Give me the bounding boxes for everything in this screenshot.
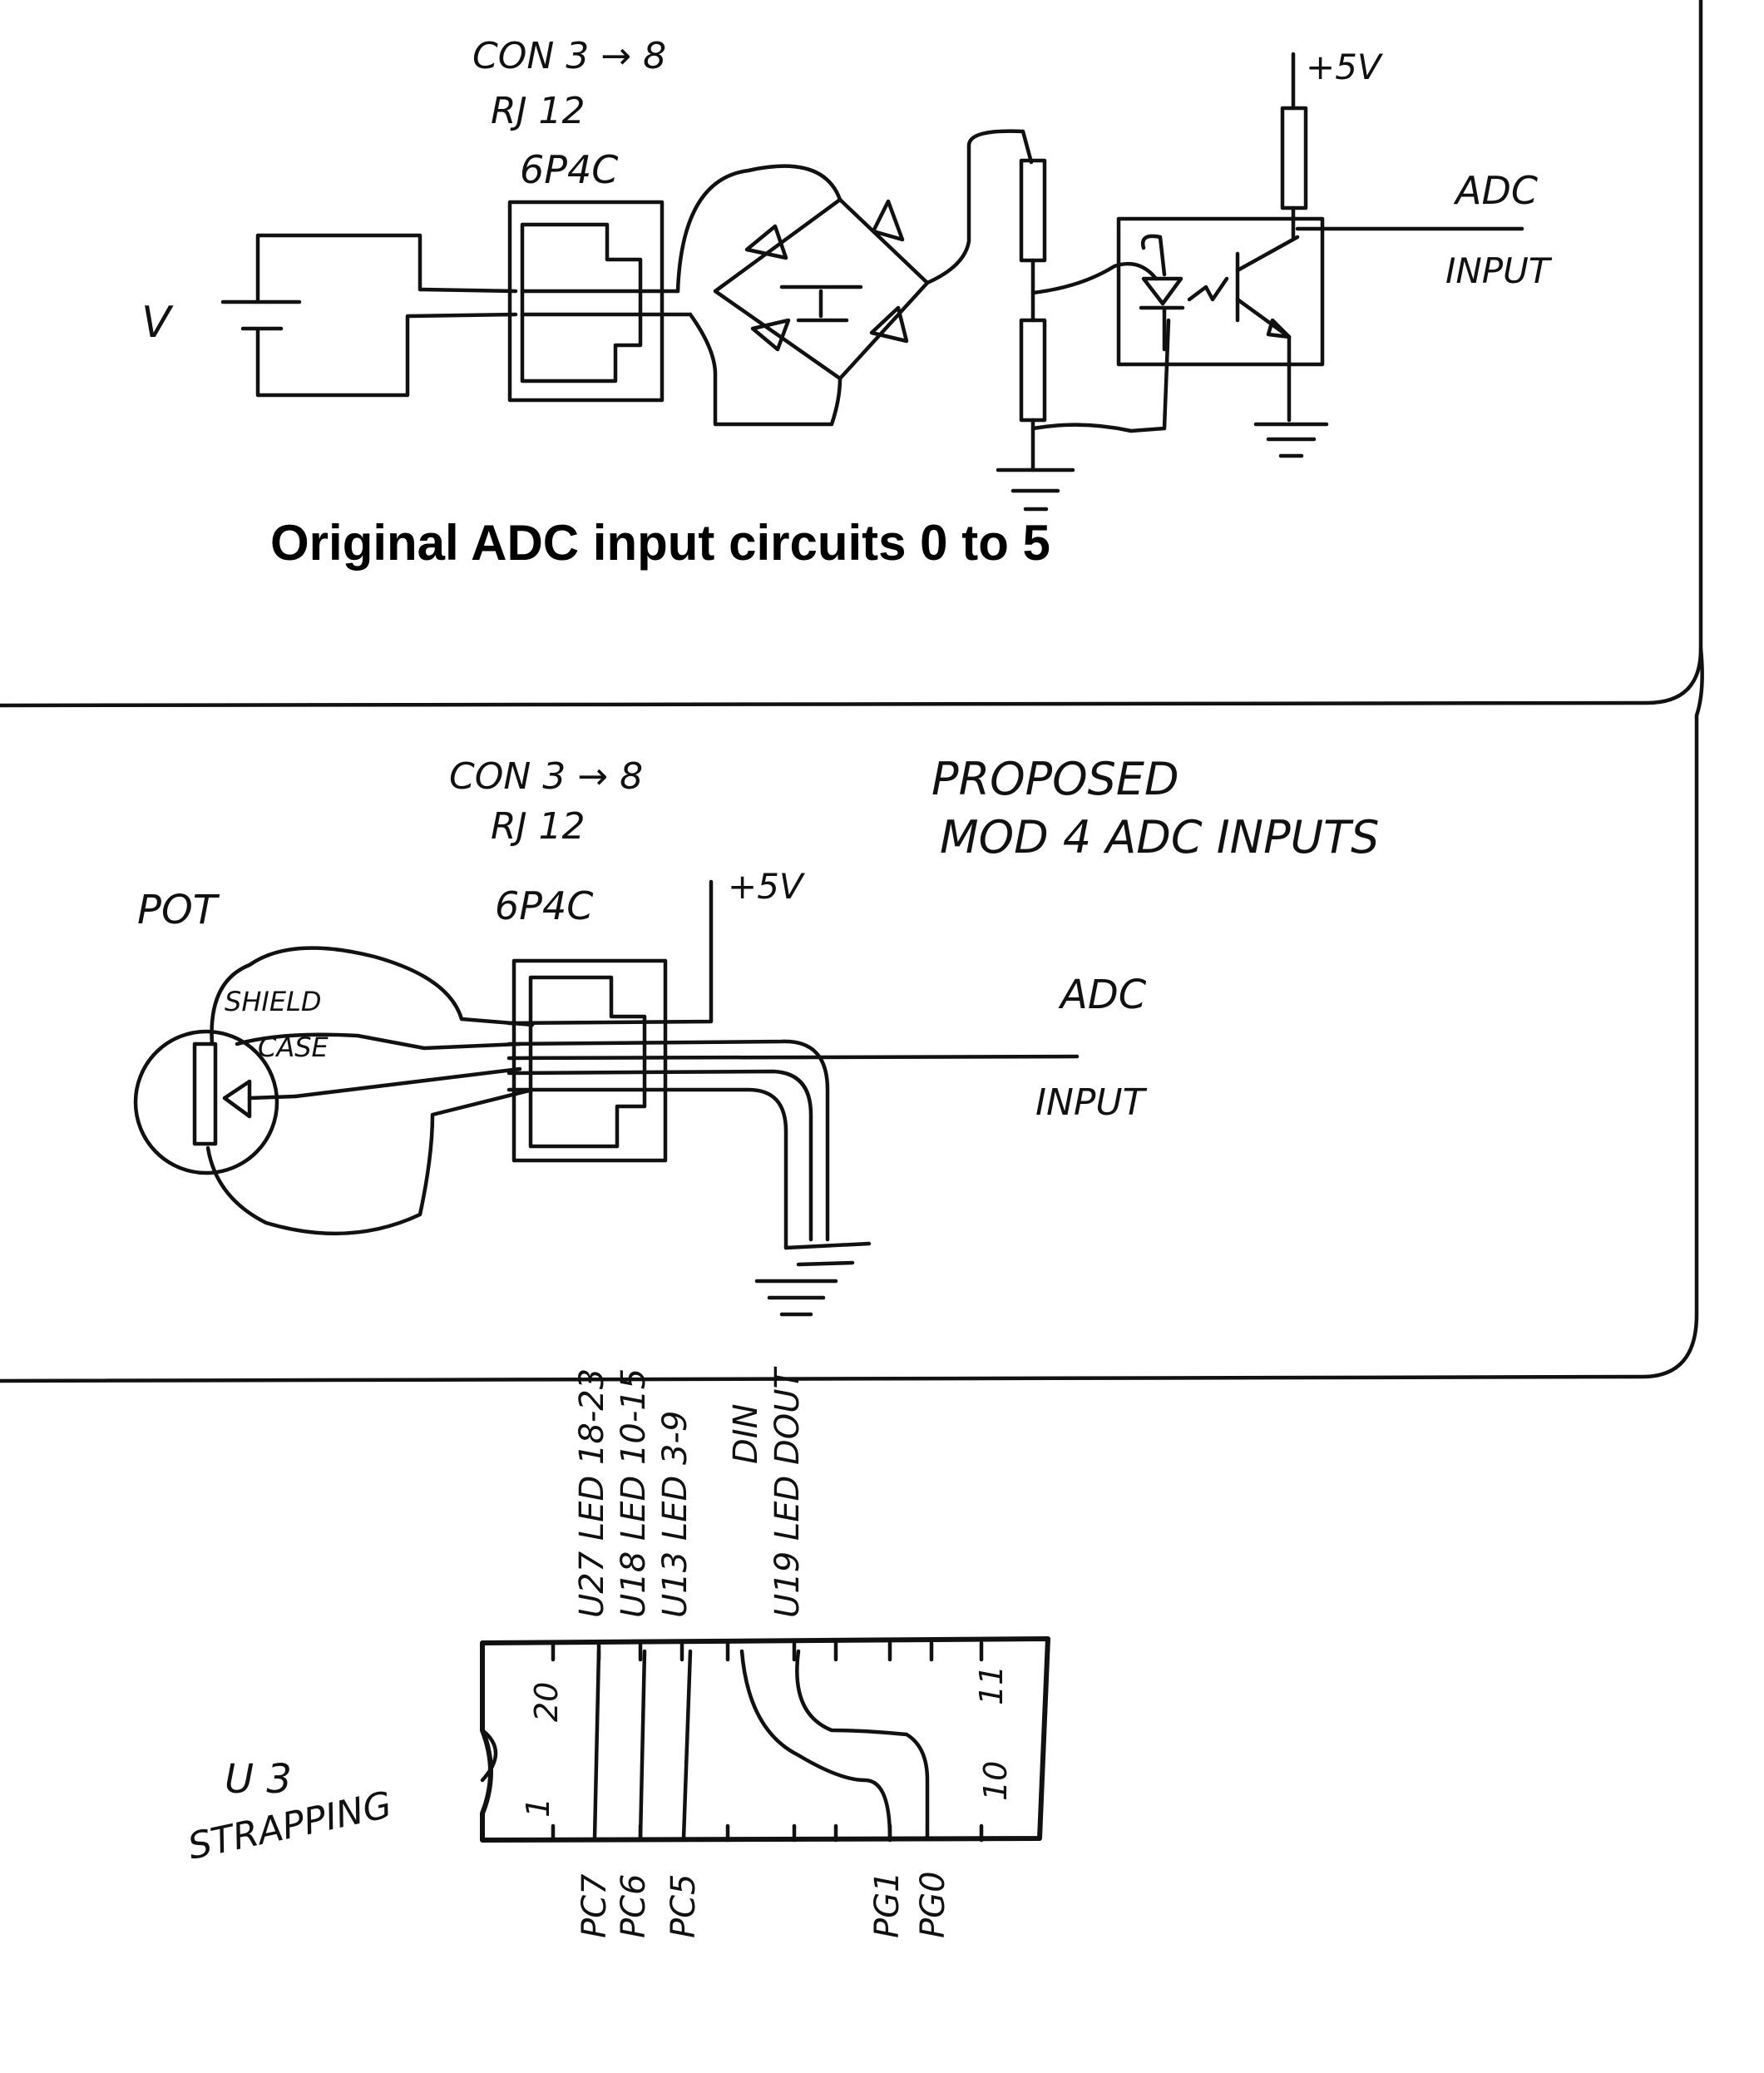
pot-label: POT [137, 887, 220, 933]
original-connector-label-1: CON 3 → 8 [472, 35, 666, 77]
strap-pc5 [681, 1649, 693, 1841]
shield-wire-top [210, 946, 535, 1046]
middle-panel-border [0, 646, 1704, 1383]
battery-label: V [141, 298, 174, 348]
wire-to-ground-b [506, 1069, 813, 1242]
bottom-label-pc5: PC5 [665, 1874, 703, 1939]
battery-symbol [220, 233, 518, 398]
pin-number-10: 10 [977, 1761, 1014, 1801]
shield-label: SHIELD [225, 986, 322, 1017]
top-panel-border [0, 0, 1703, 708]
supply-wire [506, 879, 714, 1026]
pin-number-11: 11 [973, 1665, 1010, 1705]
bridge-rectifier [713, 197, 930, 381]
u3-strapping: U 3 STRAPPING U27 LED 18-23 U18 LED 10-1… [185, 1365, 1050, 1939]
pin-number-20: 20 [528, 1682, 565, 1722]
bottom-label-pc7: PC7 [576, 1873, 614, 1938]
opto-coupler [1116, 216, 1325, 367]
strap-pg0 [795, 1649, 930, 1841]
proposed-connector [511, 958, 668, 1163]
original-output-label-2: INPUT [1445, 250, 1553, 291]
proposed-output-label-1: ADC [1058, 972, 1147, 1018]
strap-pg1 [739, 1649, 892, 1841]
top-label-u13: U13 LED 3-9 [656, 1411, 694, 1618]
original-circuit: V CON 3 → 8 RJ 12 6P4C [141, 35, 1553, 571]
bottom-label-pg1: PG1 [868, 1871, 907, 1938]
strap-pc6 [638, 1649, 647, 1841]
proposed-connector-label-2: RJ 12 [491, 805, 586, 848]
strapping-title-1: U 3 [225, 1756, 292, 1803]
proposed-ground [754, 1241, 872, 1317]
voltage-divider [996, 158, 1171, 512]
top-label-din: DIN [727, 1403, 765, 1464]
original-output-label-1: ADC [1453, 168, 1538, 213]
wire-to-ground-a [506, 1039, 830, 1242]
proposed-title-1: PROPOSED [931, 753, 1179, 805]
wire-conn-to-bridge-bottom [688, 312, 842, 427]
top-label-u27: U27 LED 18-23 [573, 1368, 611, 1618]
panel-borders [0, 0, 1704, 1383]
wire-conn-to-bridge-top [675, 164, 842, 294]
wire-to-ground-c [506, 1087, 788, 1250]
bottom-label-pg0: PG0 [914, 1871, 952, 1938]
original-supply-label: +5V [1306, 47, 1384, 87]
proposed-connector-label-3: 6P4C [495, 883, 593, 928]
proposed-circuit: PROPOSED MOD 4 ADC INPUTS CON 3 → 8 RJ 1… [133, 753, 1379, 1317]
original-caption: Original ADC input circuits 0 to 5 [270, 515, 1050, 571]
strap-pc7 [592, 1649, 601, 1841]
pin-number-1: 1 [520, 1798, 556, 1818]
pot-wire-top [235, 1032, 522, 1051]
proposed-output-label-2: INPUT [1035, 1081, 1148, 1124]
proposed-supply-label: +5V [728, 866, 806, 907]
original-connector-label-2: RJ 12 [491, 90, 586, 132]
top-label-u18: U18 LED 10-15 [615, 1368, 653, 1618]
potentiometer [133, 1029, 298, 1175]
u3-chip [480, 1636, 1050, 1843]
wire-bridge-to-divider [925, 129, 1034, 285]
pullup-and-output [1253, 52, 1524, 458]
pot-wiper-wire [293, 1066, 522, 1099]
original-connector-label-3: 6P4C [520, 147, 618, 192]
wire-divider-to-led [1030, 261, 1159, 295]
original-connector [507, 200, 693, 403]
proposed-title-2: MOD 4 ADC INPUTS [940, 811, 1379, 863]
proposed-connector-label-1: CON 3 → 8 [449, 755, 643, 798]
wire-divider-return [1030, 318, 1171, 433]
bottom-label-pc6: PC6 [615, 1874, 653, 1939]
top-label-u19: U19 LED DOUT [768, 1365, 807, 1618]
wire-to-adc [506, 1054, 1080, 1061]
pot-wire-bottom [205, 1087, 535, 1236]
